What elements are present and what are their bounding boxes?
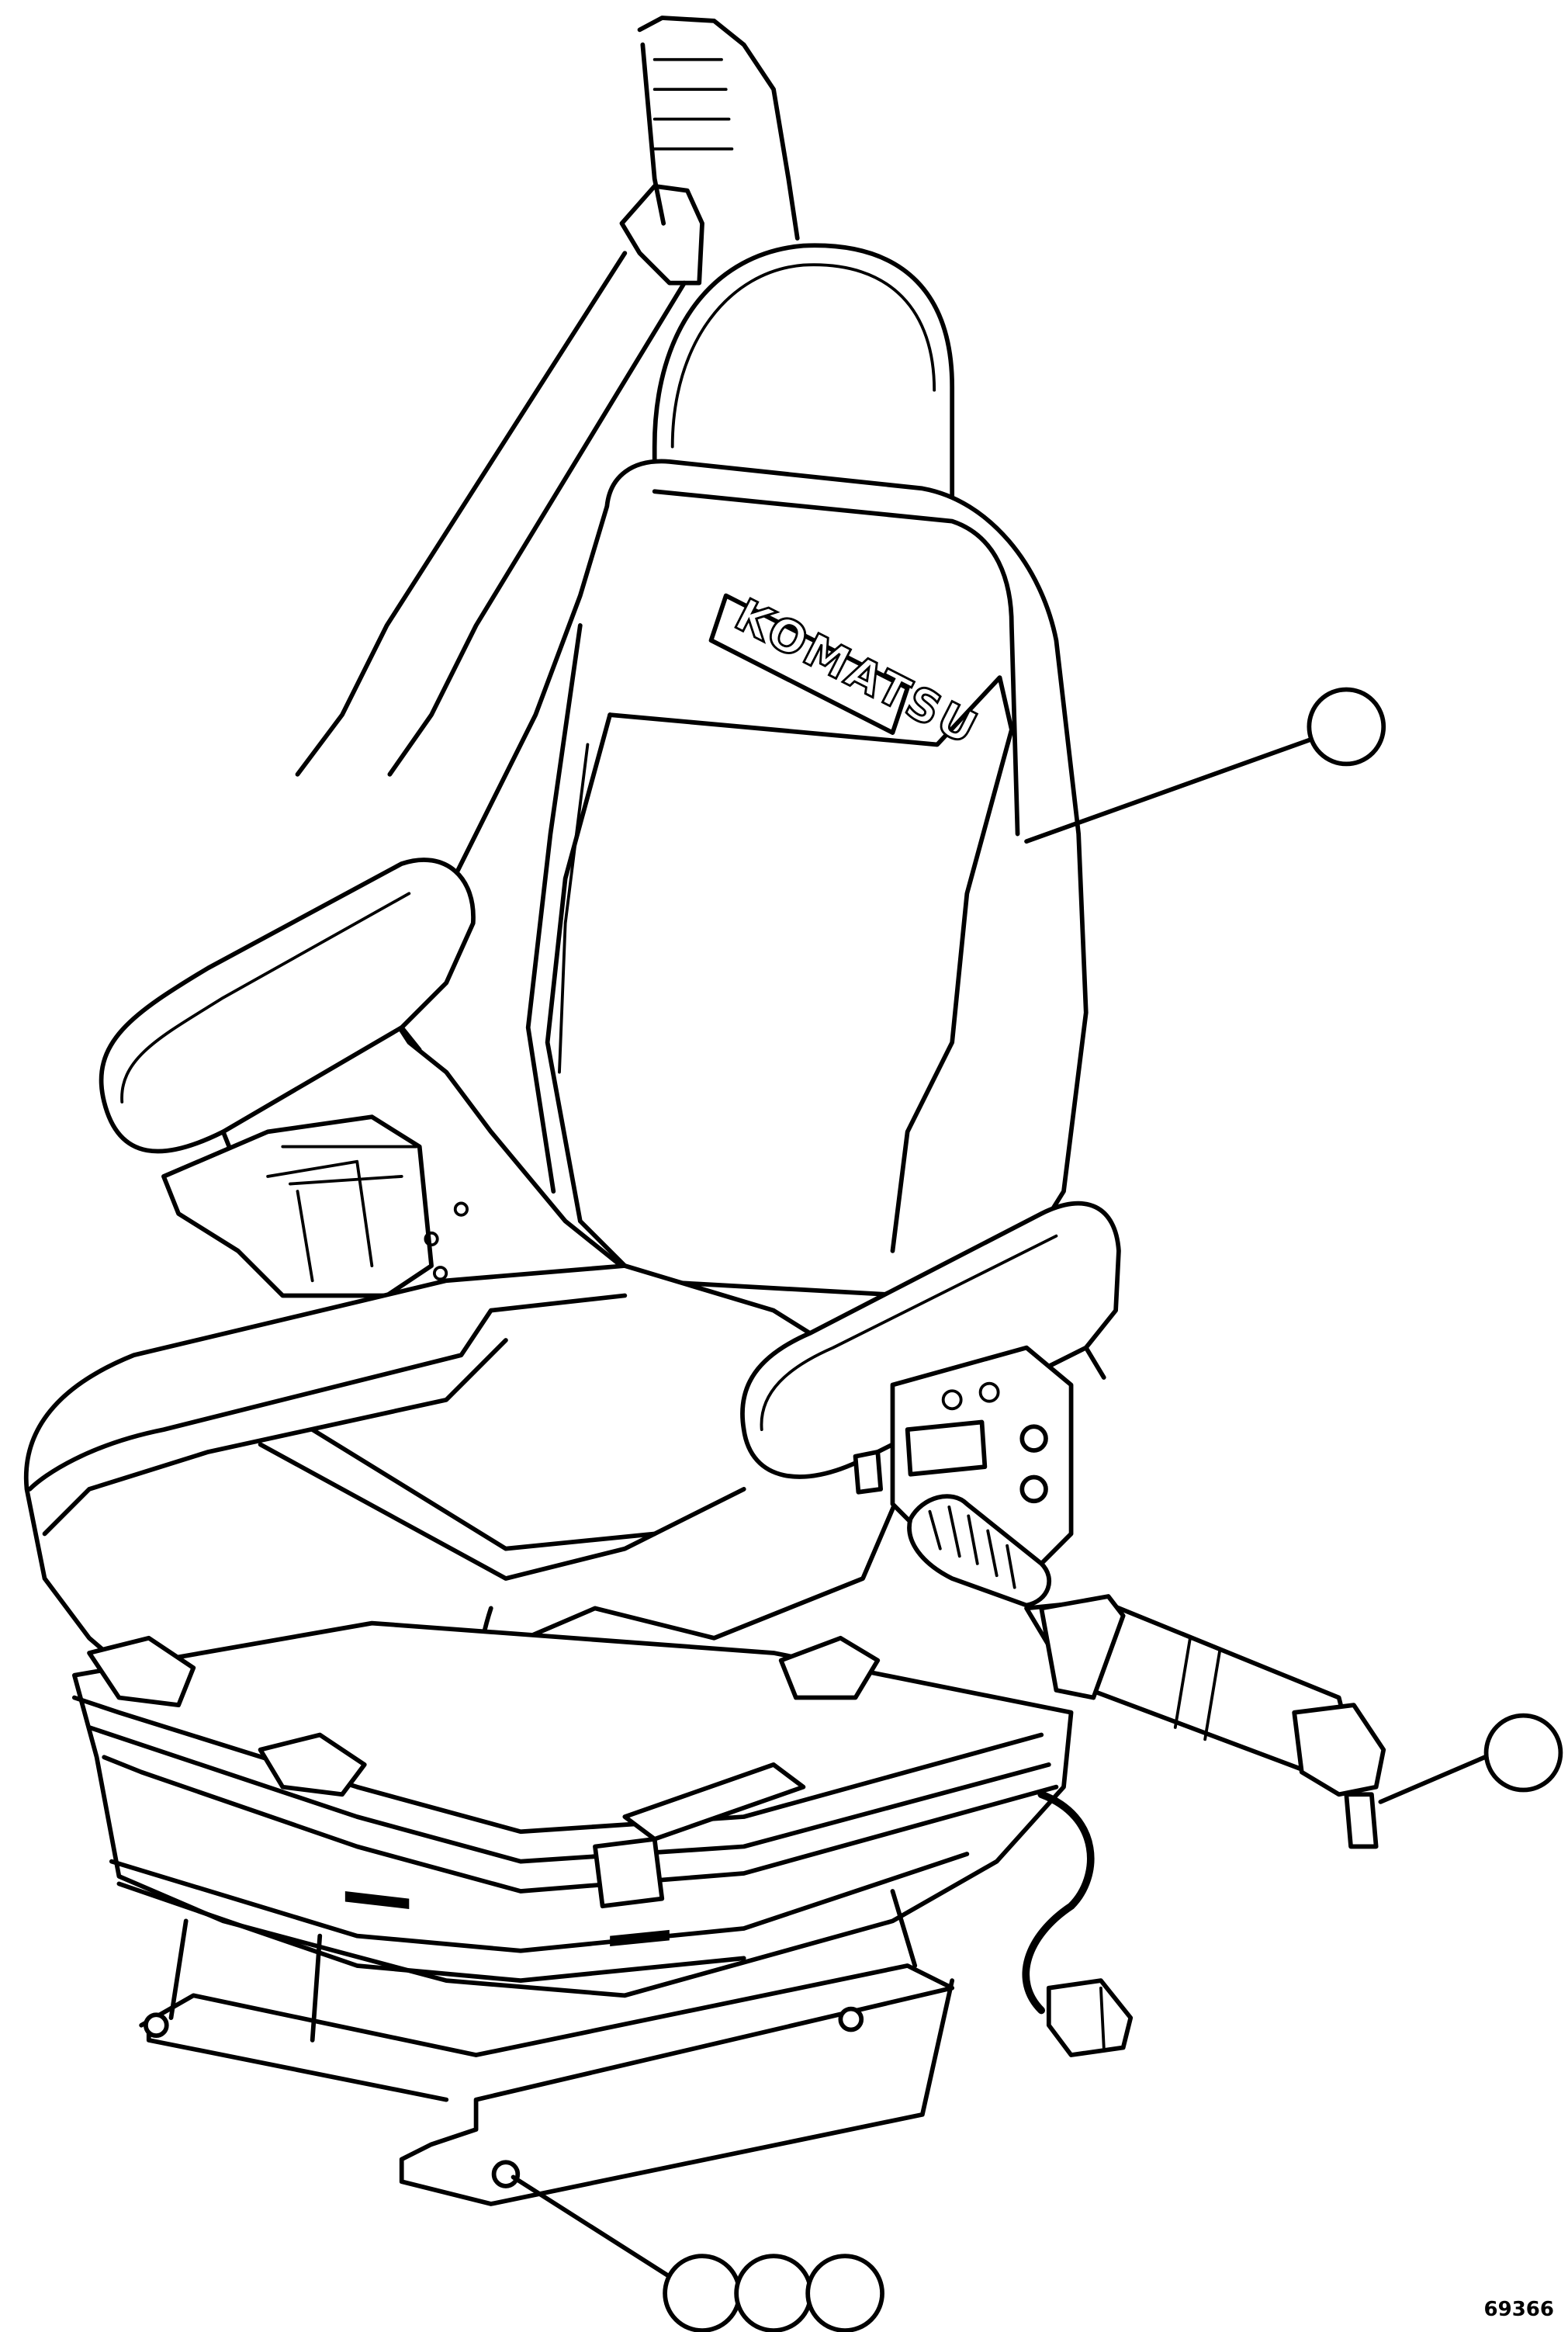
left-armrest [99,858,476,1172]
right-mechanism [853,1345,1074,1608]
left-mechanism [161,1114,469,1316]
figure-number: 69366 [1483,2298,1554,2321]
lower-belt-strap [1024,1594,1386,1849]
callout-mount-2 [734,2254,813,2332]
callout-seat-assembly [1307,687,1386,767]
callout-mount-1 [663,2254,742,2332]
leader-lines [511,737,1487,2281]
suspension-base [71,1620,1074,1998]
rails-and-wiring [139,1790,1134,2206]
callout-mount-3 [805,2254,884,2332]
upper-belt-strap [295,16,800,777]
backrest: KOMATSU [387,459,1089,1298]
callout-belt-buckle [1483,1713,1563,1793]
